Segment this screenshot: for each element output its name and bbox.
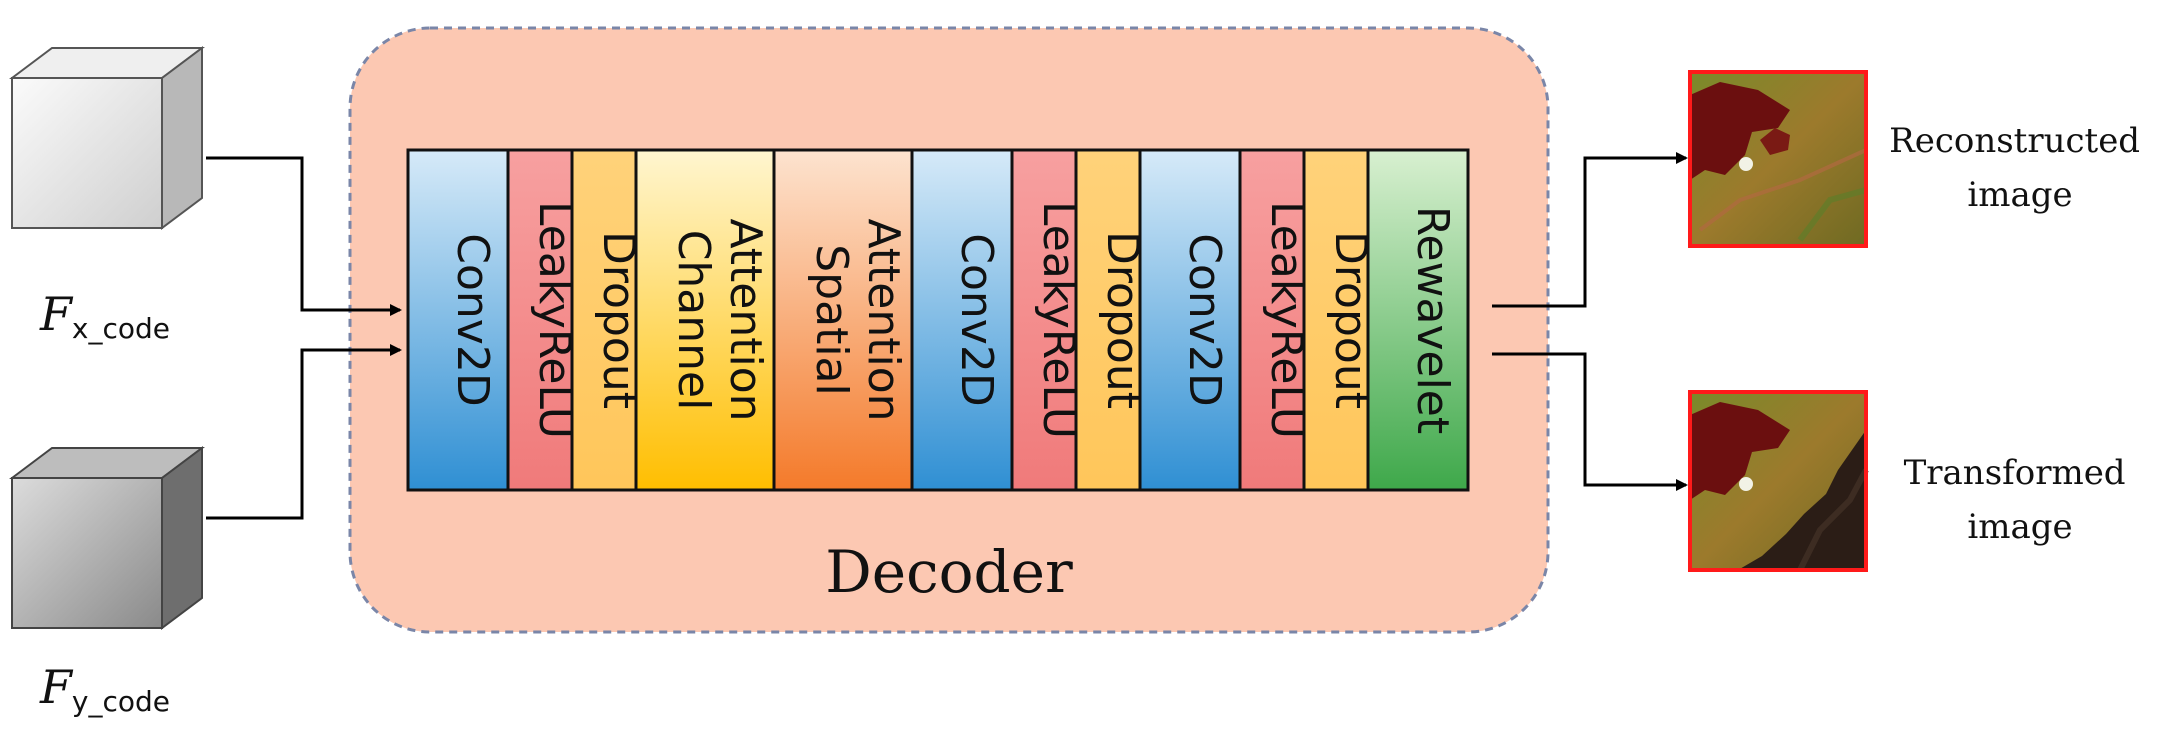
output-reconstructed-arrow: [1492, 152, 1688, 308]
output-connectors: [1492, 152, 1688, 491]
input-x-cube-icon: [9, 46, 205, 230]
transformed-label: Transformed image: [1904, 453, 2137, 547]
layer-label-12: Rewavelet: [1407, 206, 1458, 434]
layer-block-6: [910, 148, 1014, 492]
layer-block-10: [1238, 148, 1306, 492]
layer-block-5: [772, 148, 914, 492]
input-connectors: [206, 156, 402, 520]
input-y-label: Fy_code: [39, 660, 170, 718]
input-x-label: Fx_code: [39, 287, 170, 345]
layer-block-3: [570, 148, 638, 492]
layer-block-8: [1074, 148, 1142, 492]
layer-block-2: [506, 148, 574, 492]
layer-block-12: [1366, 148, 1470, 492]
output-transformed-arrow: [1492, 352, 1688, 491]
layer-label-6: Conv2D: [951, 233, 1002, 406]
layer-label-1: Conv2D: [447, 233, 498, 406]
input-y-arrow: [206, 344, 402, 520]
layer-label-5: SpatialAttention: [806, 218, 909, 421]
layer-block-1: [406, 148, 510, 492]
reconstructed-image: [1688, 70, 1868, 248]
input-y-cube-icon: [9, 446, 205, 630]
decoder-title: Decoder: [825, 538, 1073, 606]
input-x-arrow: [206, 156, 402, 316]
layer-label-9: Conv2D: [1179, 233, 1230, 406]
transformed-image: [1688, 390, 1869, 572]
layer-block-11: [1302, 148, 1370, 492]
layer-label-4: ChannelAttention: [668, 218, 771, 421]
reconstructed-label: Reconstructed image: [1889, 121, 2151, 215]
layer-block-4: [634, 148, 776, 492]
